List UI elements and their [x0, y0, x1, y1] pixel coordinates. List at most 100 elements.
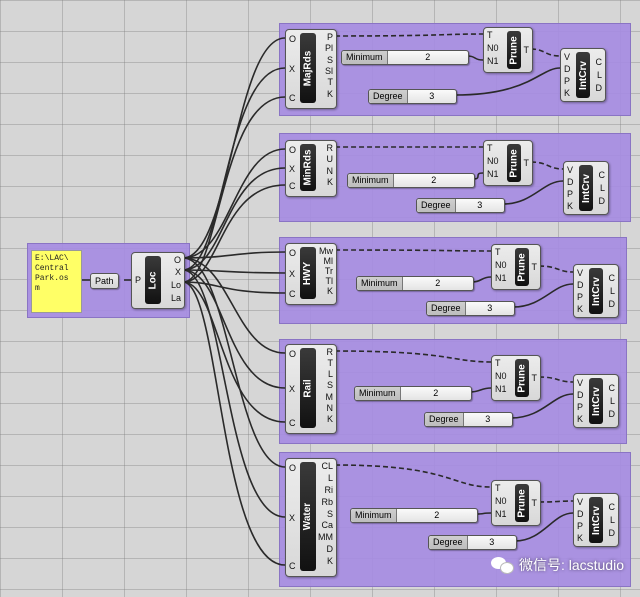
output-mw[interactable]: Mw	[319, 246, 333, 256]
output-tl[interactable]: Tl	[325, 276, 334, 286]
intcrv-output-c[interactable]: C	[608, 502, 616, 512]
input-o[interactable]: O	[289, 248, 297, 258]
output-t[interactable]: T	[327, 358, 334, 368]
prune-output-t[interactable]: T	[523, 45, 530, 55]
output-sl[interactable]: Sl	[324, 66, 333, 76]
prune-input-t[interactable]: T	[495, 483, 501, 493]
prune-input-n1[interactable]: N1	[487, 169, 499, 179]
output-k[interactable]: K	[326, 177, 333, 187]
output-k[interactable]: K	[326, 556, 333, 566]
intcrv-input-p[interactable]: P	[564, 76, 571, 86]
intcrv-input-d[interactable]: D	[567, 177, 574, 187]
prune-input-t[interactable]: T	[487, 143, 493, 153]
slider-track[interactable]: 2	[387, 51, 468, 64]
intcrv-output-c[interactable]: C	[595, 57, 603, 67]
intcrv-output-d[interactable]: D	[598, 196, 606, 206]
output-ri[interactable]: Ri	[324, 485, 334, 495]
prune-input-n0[interactable]: N0	[495, 496, 507, 506]
prune-input-t[interactable]: T	[495, 247, 501, 257]
prune-input-t[interactable]: T	[487, 30, 493, 40]
output-k[interactable]: K	[326, 89, 333, 99]
output-ca[interactable]: Ca	[321, 520, 333, 530]
input-c[interactable]: C	[289, 93, 296, 103]
input-c[interactable]: C	[289, 289, 296, 299]
intcrv-output-d[interactable]: D	[608, 299, 616, 309]
output-n[interactable]: N	[326, 403, 334, 413]
intcrv-output-l[interactable]: L	[609, 396, 615, 406]
output-r[interactable]: R	[326, 347, 334, 357]
prune-input-n1[interactable]: N1	[495, 273, 507, 283]
intcrv-output-d[interactable]: D	[608, 409, 616, 419]
degree-track[interactable]: 3	[463, 413, 512, 426]
slider-track[interactable]: 2	[393, 174, 474, 187]
loc-output-o[interactable]: O	[173, 255, 181, 265]
loc-component[interactable]: P Loc O X Lo La	[131, 252, 185, 309]
intcrv-input-p[interactable]: P	[577, 521, 584, 531]
output-t[interactable]: T	[327, 77, 334, 87]
intcrv-input-d[interactable]: D	[577, 390, 584, 400]
output-cl[interactable]: CL	[321, 461, 333, 471]
loc-output-x[interactable]: X	[174, 267, 181, 277]
intcrv-output-c[interactable]: C	[598, 170, 606, 180]
loc-input-p[interactable]: P	[135, 275, 142, 285]
input-x[interactable]: X	[289, 269, 296, 279]
intcrv-input-v[interactable]: V	[577, 497, 584, 507]
prune-input-n0[interactable]: N0	[495, 371, 507, 381]
intcrv-input-v[interactable]: V	[567, 165, 574, 175]
output-mm[interactable]: MM	[318, 532, 333, 542]
file-path-panel[interactable]: E:\LAC\ Central Park.os m	[31, 250, 82, 313]
input-o[interactable]: O	[289, 349, 297, 359]
intcrv-output-l[interactable]: L	[609, 286, 615, 296]
slider-track[interactable]: 2	[400, 387, 471, 400]
intcrv-input-v[interactable]: V	[577, 268, 584, 278]
output-l[interactable]: L	[327, 369, 333, 379]
slider-track[interactable]: 2	[402, 277, 473, 290]
intcrv-input-k[interactable]: K	[577, 414, 584, 424]
output-r[interactable]: R	[326, 143, 334, 153]
prune-input-n1[interactable]: N1	[487, 56, 499, 66]
intcrv-output-c[interactable]: C	[608, 273, 616, 283]
prune-input-n0[interactable]: N0	[487, 156, 499, 166]
output-s[interactable]: S	[326, 509, 333, 519]
input-c[interactable]: C	[289, 561, 296, 571]
path-param[interactable]: Path	[90, 273, 119, 289]
degree-track[interactable]: 3	[455, 199, 504, 212]
intcrv-input-d[interactable]: D	[564, 64, 571, 74]
loc-output-lo[interactable]: Lo	[170, 280, 181, 290]
input-c[interactable]: C	[289, 418, 296, 428]
input-c[interactable]: C	[289, 181, 296, 191]
input-o[interactable]: O	[289, 145, 297, 155]
intcrv-output-d[interactable]: D	[595, 83, 603, 93]
intcrv-input-p[interactable]: P	[577, 292, 584, 302]
prune-input-t[interactable]: T	[495, 358, 501, 368]
degree-track[interactable]: 3	[467, 536, 516, 549]
intcrv-output-d[interactable]: D	[608, 528, 616, 538]
input-o[interactable]: O	[289, 463, 297, 473]
output-pl[interactable]: Pl	[324, 43, 333, 53]
prune-output-t[interactable]: T	[531, 373, 538, 383]
output-k[interactable]: K	[326, 414, 333, 424]
input-x[interactable]: X	[289, 384, 296, 394]
intcrv-input-k[interactable]: K	[564, 88, 571, 98]
output-k[interactable]: K	[326, 286, 333, 296]
output-ml[interactable]: Ml	[323, 256, 334, 266]
intcrv-output-c[interactable]: C	[608, 383, 616, 393]
